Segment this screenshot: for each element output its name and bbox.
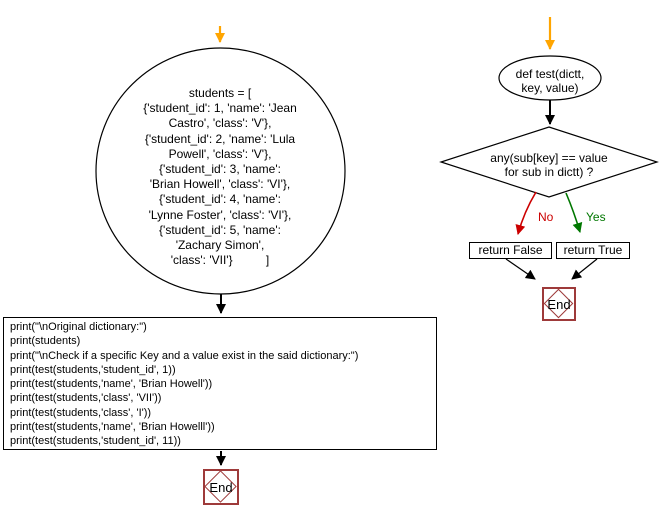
end-label-right: End (547, 296, 571, 312)
yes-branch-arrow-icon (565, 192, 583, 233)
end-label-left: End (209, 479, 233, 495)
no-branch-arrow-icon (515, 191, 537, 235)
print-statements-text: print("\nOriginal dictionary:") print(st… (10, 321, 359, 448)
yes-branch-label: Yes (586, 210, 606, 224)
def-node-text: def test(dictt, key, value) (515, 67, 585, 95)
return-true-node: return True (556, 242, 630, 259)
condition-diamond-shape (439, 126, 659, 198)
students-node-text: students = [ {'student_id': 1, 'name': '… (143, 86, 297, 268)
true-to-end-arrow-icon (571, 258, 598, 280)
end-node-right: End (542, 287, 576, 321)
return-false-node: return False (469, 242, 552, 259)
end-node-left: End (203, 469, 239, 505)
condition-node-text: any(sub[key] == value for sub in dictt) … (490, 151, 608, 179)
print-statements-box: print("\nOriginal dictionary:") print(st… (3, 317, 437, 450)
false-to-end-arrow-icon (505, 258, 536, 280)
no-branch-label: No (538, 210, 554, 224)
